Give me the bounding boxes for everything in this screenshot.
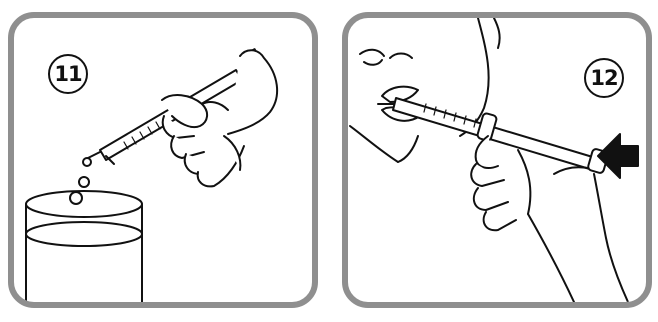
step-11-panel: 11	[8, 12, 318, 308]
face-profile	[349, 18, 501, 163]
hand	[470, 135, 629, 302]
step-11-illustration	[25, 48, 279, 302]
step-12-panel: 12	[342, 12, 652, 308]
step-11-number: 11	[48, 54, 88, 94]
water-glass	[25, 190, 143, 302]
step-12-illustration	[349, 18, 639, 302]
push-arrow-icon	[597, 133, 639, 179]
droplets	[69, 157, 92, 205]
syringe	[392, 97, 609, 174]
hand	[161, 49, 279, 188]
step-12-number: 12	[584, 58, 624, 98]
